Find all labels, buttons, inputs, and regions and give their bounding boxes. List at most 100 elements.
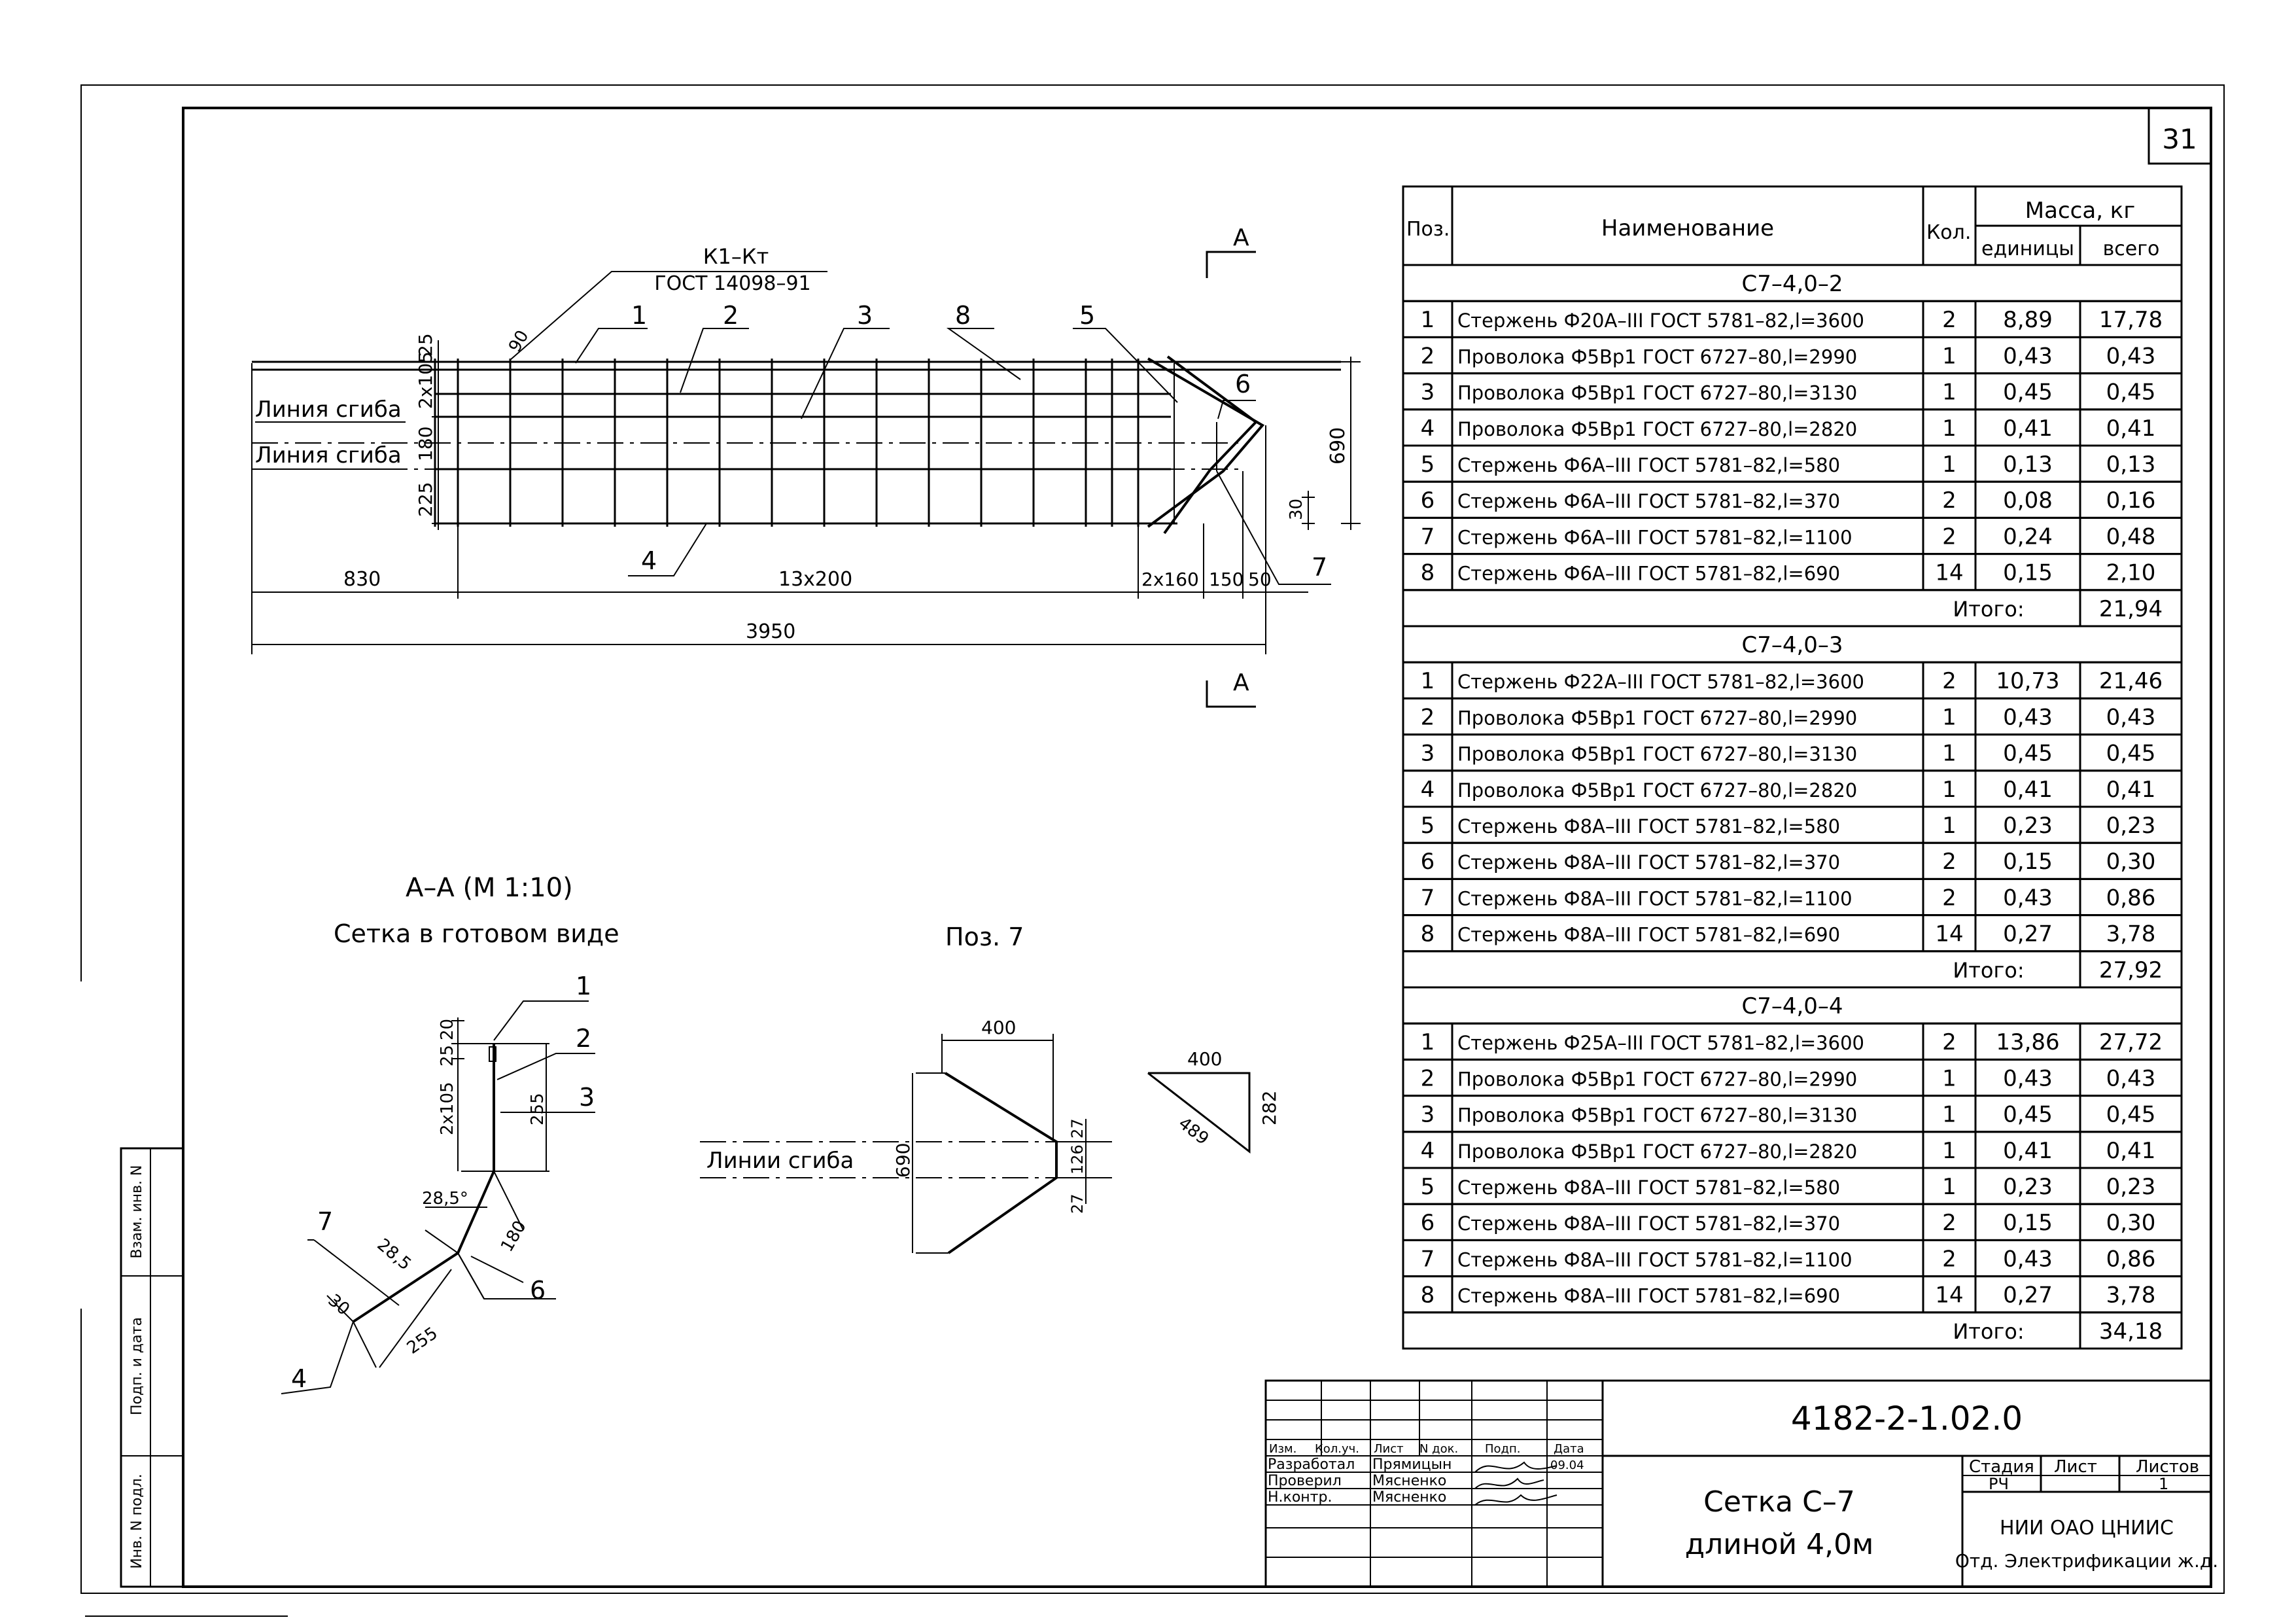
pos7-dim-126: 126 [1068,1144,1087,1174]
cell-unit-mass: 0,43 [2003,1065,2053,1091]
cell-pos: 7 [1421,885,1435,911]
cell-name: Стержень Ф6А–III ГОСТ 5781–82,l=580 [1457,454,1840,476]
tb-name-1: Прямицын [1372,1456,1452,1473]
cell-total-mass: 0,86 [2106,1246,2156,1272]
cell-name: Стержень Ф8А–III ГОСТ 5781–82,l=1100 [1457,1248,1852,1271]
pos7-title: Поз. 7 [945,923,1024,951]
doc-title-line1: Сетка С–7 [1703,1485,1855,1519]
cell-pos: 1 [1421,668,1435,694]
cell-name: Проволока Ф5Вр1 ГОСТ 6727–80,l=3130 [1457,1104,1857,1127]
cell-total-mass: 3,78 [2106,1282,2156,1309]
sheet-number: 31 [2162,123,2197,155]
total-label: Итого: [1953,958,2024,983]
org-line2: Отд. Электрификации ж.д. [1955,1550,2218,1572]
plan-pos-2: 2 [723,301,739,330]
cell-pos: 3 [1421,1102,1435,1128]
dim-50: 50 [1248,569,1272,590]
cell-qty: 1 [1942,813,1957,839]
cell-unit-mass: 0,24 [2003,523,2053,550]
cell-name: Проволока Ф5Вр1 ГОСТ 6727–80,l=2820 [1457,779,1857,802]
cell-name: Стержень Ф8А–III ГОСТ 5781–82,l=370 [1457,851,1840,874]
section-bar-shape [352,1044,495,1323]
vdim-2x105: 2x105 [415,351,436,409]
vdim-25: 25 [415,333,436,357]
cell-qty: 1 [1942,1065,1957,1091]
cell-pos: 2 [1421,1065,1435,1091]
sheets-value: 1 [2159,1475,2168,1493]
end-hooks [1147,355,1265,535]
sheet-number-box: 31 [2148,107,2212,165]
cell-unit-mass: 0,41 [2003,1138,2053,1164]
pos-leaders [575,328,1331,585]
sheet-label: Лист [2054,1457,2097,1477]
vdim-225: 225 [415,482,436,517]
group-title: С7–4,0–3 [1741,632,1843,658]
cell-unit-mass: 0,23 [2003,1174,2053,1200]
section-dim-30: 30 [324,1290,354,1319]
cell-name: Стержень Ф8А–III ГОСТ 5781–82,l=1100 [1457,887,1852,909]
tb-col-podp: Подп. [1485,1442,1520,1456]
cell-pos: 7 [1421,1246,1435,1272]
cell-qty: 2 [1942,885,1957,911]
dim-830: 830 [343,568,381,591]
header-mass: Масса, кг [2025,198,2135,224]
section-pos-4: 4 [291,1364,307,1393]
pos7-dim-27-bot: 27 [1068,1193,1087,1214]
cell-qty: 1 [1942,1138,1957,1164]
plan-pos-1: 1 [631,301,647,330]
pos7-dim-27-top: 27 [1068,1118,1087,1139]
plan-pos-8: 8 [955,301,971,330]
total-row [1402,950,2183,989]
cell-name: Проволока Ф5Вр1 ГОСТ 6727–80,l=2990 [1457,1068,1857,1090]
pos7-bend-label: Линии сгиба [706,1148,854,1174]
cell-pos: 4 [1421,415,1435,442]
cell-name: Стержень Ф8А–III ГОСТ 5781–82,l=690 [1457,1285,1840,1307]
tb-col-kolich: Кол.уч. [1315,1442,1359,1456]
header-qty: Кол. [1926,221,1971,244]
cell-pos: 6 [1421,487,1435,514]
cell-name: Стержень Ф6А–III ГОСТ 5781–82,l=1100 [1457,526,1852,548]
section-dim-20: 20 [438,1019,457,1040]
total-label: Итого: [1953,1319,2024,1344]
cell-qty: 2 [1942,523,1957,550]
cell-pos: 1 [1421,307,1435,333]
section-dim-255b: 255 [404,1324,442,1358]
cell-unit-mass: 0,13 [2003,451,2053,478]
dim-30: 30 [1287,499,1306,520]
cell-pos: 8 [1421,560,1435,586]
pos7-dim-690: 690 [892,1143,914,1178]
cell-total-mass: 27,72 [2099,1029,2163,1055]
cell-total-mass: 0,41 [2106,1138,2156,1164]
pos7-bend-lines [700,1141,1112,1178]
tb-name-2: Мясненко [1372,1473,1446,1489]
cell-qty: 1 [1942,343,1957,369]
cell-total-mass: 0,86 [2106,885,2156,911]
total-value: 21,94 [2099,596,2163,622]
cell-pos: 3 [1421,380,1435,406]
tb-role-1: Разработал [1268,1456,1355,1473]
title-block: Изм. Кол.уч. Лист N док. Подп. Дата Разр… [1264,1379,2218,1588]
cell-unit-mass: 0,15 [2003,1210,2053,1236]
cell-total-mass: 0,30 [2106,849,2156,875]
section-mark-bottom: А [1233,669,1249,696]
plan-pos-7: 7 [1312,553,1327,582]
cell-name: Проволока Ф5Вр1 ГОСТ 6727–80,l=2820 [1457,418,1857,440]
cell-pos: 5 [1421,451,1435,478]
header-name: Наименование [1601,215,1774,241]
section-marks [1206,251,1256,708]
tb-date: 09.04 [1550,1458,1584,1472]
cell-pos: 6 [1421,849,1435,875]
tb-col-list: Лист [1374,1442,1404,1456]
side-stamp-label-1: Взам. инв. N [129,1165,145,1259]
cell-qty: 2 [1942,668,1957,694]
triangle-400: 400 [1187,1048,1222,1070]
bend-line-label-1: Линия сгиба [255,397,402,423]
cell-total-mass: 17,78 [2099,307,2163,333]
cell-qty: 1 [1942,741,1957,767]
specification-table: Поз. Наименование Кол. Масса, кг единицы… [1402,185,2183,1350]
section-dim-28-5-deg: 28,5° [422,1189,468,1209]
leader-note: К1–Кт ГОСТ 14098–91 90 [505,244,827,361]
section-pos-3: 3 [579,1083,595,1112]
cell-unit-mass: 0,08 [2003,487,2053,514]
